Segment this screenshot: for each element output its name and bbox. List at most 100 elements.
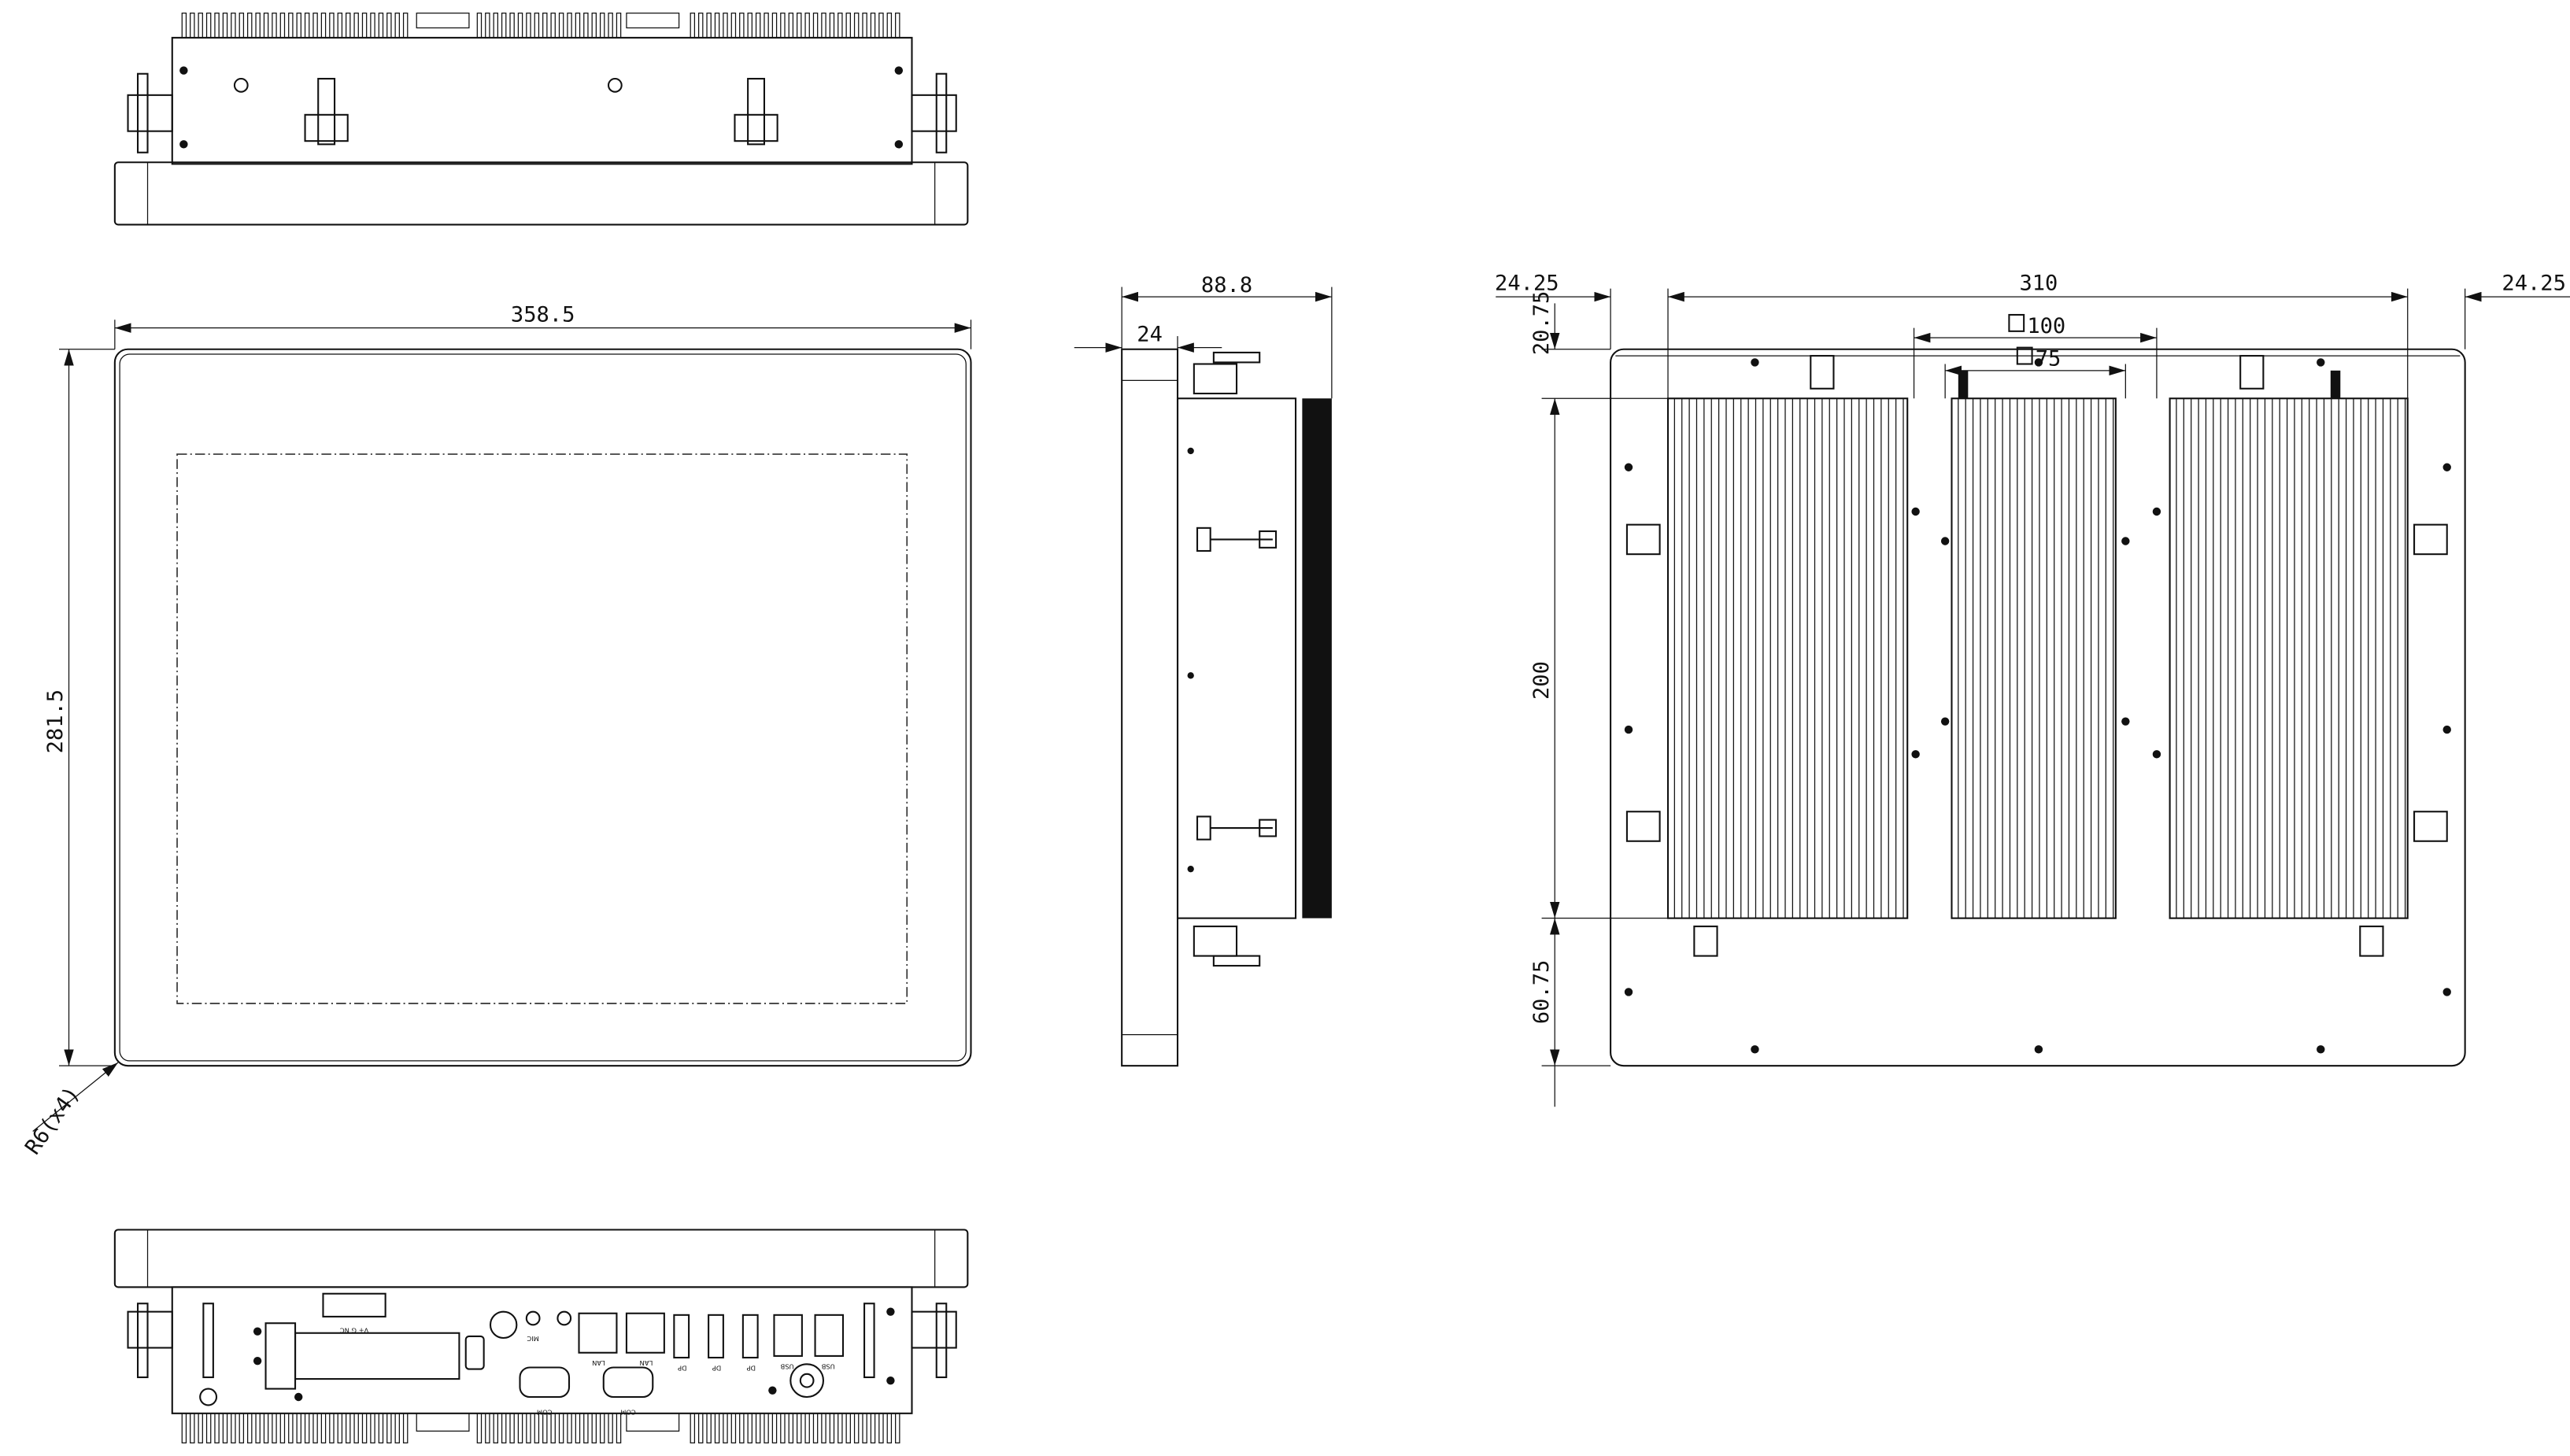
dp-label: DP bbox=[712, 1364, 721, 1372]
fin bbox=[337, 13, 343, 39]
dp-port-1[interactable] bbox=[673, 1314, 690, 1359]
depth-dimension-label: 88.8 bbox=[1201, 273, 1252, 297]
fin bbox=[378, 13, 384, 39]
fin bbox=[829, 13, 835, 39]
fin bbox=[190, 1413, 195, 1443]
fin bbox=[526, 13, 531, 39]
fin bbox=[304, 1413, 310, 1443]
width-dimension-label: 358.5 bbox=[511, 302, 575, 327]
side-clamps bbox=[1187, 351, 1278, 967]
com-port-2[interactable] bbox=[602, 1366, 654, 1399]
power-connector[interactable] bbox=[322, 1292, 386, 1317]
power-button[interactable] bbox=[489, 1310, 518, 1340]
fin bbox=[337, 1413, 343, 1443]
fin bbox=[747, 13, 753, 39]
usb-port-2[interactable] bbox=[814, 1314, 845, 1357]
fin-notch bbox=[626, 1413, 680, 1432]
fin bbox=[567, 1413, 572, 1443]
audio-jack[interactable] bbox=[557, 1310, 572, 1326]
fin bbox=[886, 13, 893, 39]
screw bbox=[2034, 1045, 2043, 1054]
fin bbox=[583, 13, 589, 39]
fin bbox=[550, 1413, 556, 1443]
fin bbox=[870, 1413, 876, 1443]
fin bbox=[797, 13, 802, 39]
fin bbox=[239, 1413, 245, 1443]
com-port-1[interactable] bbox=[519, 1366, 571, 1399]
io-bezel bbox=[113, 1229, 969, 1288]
fin bbox=[394, 1413, 400, 1443]
dp-port-3[interactable] bbox=[741, 1314, 759, 1359]
fin bbox=[320, 13, 327, 39]
antenna-connector[interactable] bbox=[789, 1363, 825, 1399]
fin bbox=[181, 1413, 187, 1443]
screw bbox=[2442, 725, 2451, 734]
com-label: COM bbox=[537, 1409, 553, 1417]
front-view: 358.5 281.5 R6(x4) bbox=[20, 302, 972, 1159]
fin bbox=[394, 13, 400, 39]
fin bbox=[771, 13, 778, 39]
usb-port-1[interactable] bbox=[773, 1314, 803, 1357]
dp-label: DP bbox=[747, 1364, 756, 1372]
mic-jack[interactable] bbox=[525, 1310, 541, 1326]
fin bbox=[320, 1413, 327, 1443]
fin bbox=[550, 13, 556, 39]
bezel-dimension-label: 24 bbox=[1137, 322, 1163, 346]
fin bbox=[279, 1413, 286, 1443]
fin bbox=[599, 1413, 605, 1443]
fin bbox=[534, 1413, 540, 1443]
height-label: 200 bbox=[1529, 661, 1554, 700]
mic-label: MIC bbox=[527, 1335, 539, 1343]
fin bbox=[296, 1413, 301, 1443]
dp-label: DP bbox=[678, 1364, 686, 1372]
fin bbox=[509, 13, 515, 39]
fin bbox=[591, 1413, 597, 1443]
lan-port-1[interactable] bbox=[578, 1312, 618, 1354]
fin bbox=[706, 1413, 712, 1443]
fin bbox=[878, 13, 884, 39]
side-view: 88.8 24 bbox=[1074, 273, 1333, 1067]
screw bbox=[2442, 463, 2451, 471]
square-symbol-icon bbox=[2008, 313, 2025, 332]
fin bbox=[509, 1413, 515, 1443]
fin bbox=[190, 13, 195, 39]
fin bbox=[575, 13, 581, 39]
fin bbox=[697, 13, 704, 39]
fin bbox=[714, 1413, 720, 1443]
fin bbox=[493, 1413, 498, 1443]
fin-notch bbox=[416, 1413, 470, 1432]
fin bbox=[771, 1413, 778, 1443]
fin bbox=[296, 13, 301, 39]
fin bbox=[402, 13, 409, 39]
display-active-area bbox=[176, 453, 908, 1004]
fin bbox=[263, 13, 269, 39]
fin bbox=[312, 1413, 318, 1443]
fin bbox=[346, 1413, 351, 1443]
lan-port-2[interactable] bbox=[625, 1312, 665, 1354]
fin bbox=[361, 13, 368, 39]
fin bbox=[714, 13, 720, 39]
fin bbox=[723, 13, 728, 39]
com-label: COM bbox=[620, 1409, 636, 1417]
fin bbox=[780, 13, 786, 39]
fin bbox=[353, 1413, 359, 1443]
fin bbox=[886, 1413, 893, 1443]
io-heatsink-fins bbox=[181, 1413, 900, 1443]
fin bbox=[853, 1413, 860, 1443]
fin bbox=[312, 13, 318, 39]
fin bbox=[476, 13, 483, 39]
fin bbox=[353, 13, 359, 39]
screw bbox=[1624, 463, 1633, 471]
fin bbox=[246, 1413, 253, 1443]
fin bbox=[526, 1413, 531, 1443]
fin bbox=[402, 1413, 409, 1443]
dp-port-2[interactable] bbox=[708, 1314, 724, 1359]
fin bbox=[804, 13, 810, 39]
fin bbox=[764, 1413, 769, 1443]
width-label: 310 bbox=[2019, 272, 2058, 296]
fin bbox=[346, 13, 351, 39]
top-heatsink-fins bbox=[181, 13, 900, 39]
fin bbox=[821, 13, 826, 39]
fin bbox=[812, 13, 819, 39]
rear-brackets bbox=[1625, 355, 2448, 957]
